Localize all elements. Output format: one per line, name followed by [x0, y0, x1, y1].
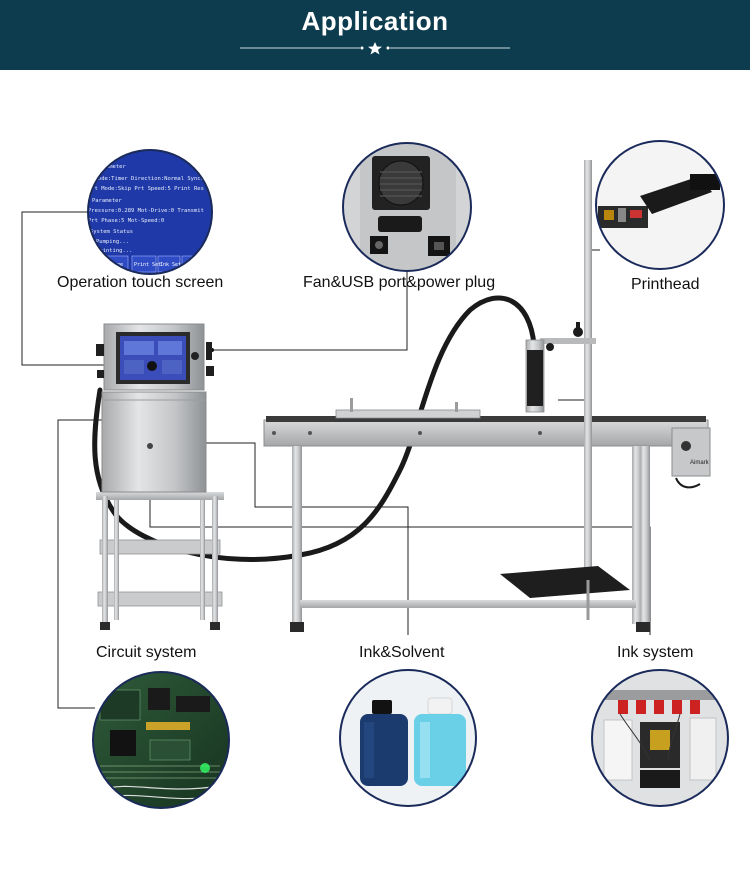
- screen-row: Printing...: [96, 248, 132, 254]
- printer-stand: [96, 492, 224, 630]
- conveyor-brand-label: Aimark: [690, 460, 710, 466]
- printhead-bracket: [500, 160, 630, 620]
- screen-key: Ink Set: [160, 262, 181, 268]
- fan-icon: [378, 160, 424, 206]
- inset-printhead: [596, 141, 724, 269]
- callout-fan-usb: Fan&USB port&power plug: [303, 274, 496, 291]
- screen-row: g Mode:Timer Direction:Normal Synch: [88, 176, 204, 182]
- printer-cabinet: [96, 323, 214, 493]
- screen-row: Prt Mode:Skip Prt Speed:5 Print Res: [88, 186, 204, 192]
- inset-fan-usb: [343, 143, 471, 271]
- usb-port-icon: [375, 241, 383, 249]
- callout-ink-solvent: Ink&Solvent: [359, 644, 445, 661]
- screen-key: Print Set: [134, 262, 161, 268]
- callout-touch-screen: Operation touch screen: [57, 274, 224, 291]
- screen-row: Pressure:0.289 Mot-Drive:0 Transmit: [88, 208, 204, 214]
- inset-ink-system: [592, 670, 728, 806]
- callout-circuit-system: Circuit system: [96, 644, 197, 661]
- star-icon: [368, 42, 382, 55]
- callout-printhead: Printhead: [631, 276, 700, 293]
- screen-title: Parameter: [96, 164, 126, 170]
- ink-hose: [92, 295, 537, 562]
- page-title: Application: [301, 6, 449, 36]
- header-decoration: [240, 42, 510, 55]
- screen-row: Pumping...: [96, 239, 129, 245]
- screen-row: Parameter: [92, 198, 122, 204]
- callout-ink-system: Ink system: [617, 644, 694, 661]
- conveyor: Aimark: [263, 398, 711, 632]
- header-band: Application: [0, 0, 750, 70]
- inset-ink-solvent: [340, 670, 476, 806]
- screen-row: System Status: [90, 229, 133, 235]
- screen-row: Prt Phase:5 Mot-Speed:0: [88, 218, 164, 224]
